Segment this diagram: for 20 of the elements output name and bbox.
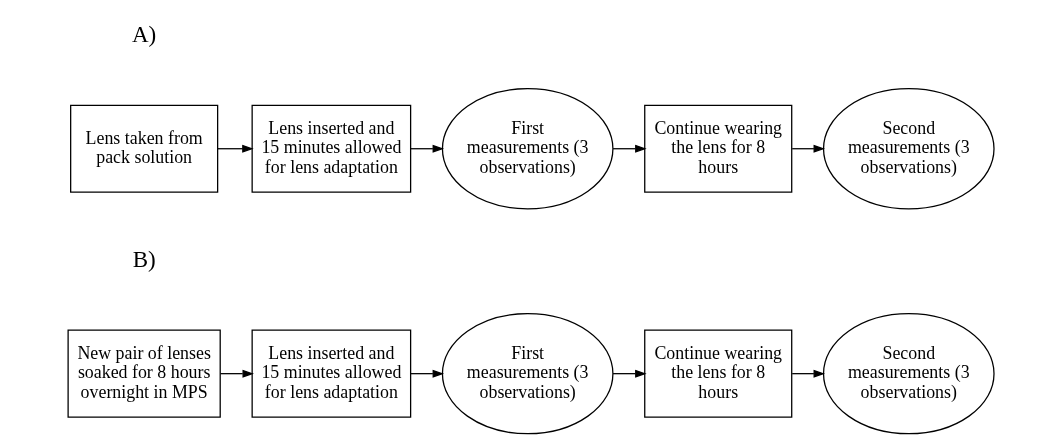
arrow — [410, 144, 445, 153]
node-box: Lens inserted and 15 minutes allowed for lens adaptation — [251, 329, 412, 418]
node-box: Continue wearing the lens for 8 hours — [644, 104, 793, 193]
arrow — [791, 144, 826, 153]
node-ellipse: Second measurements (3 observations) — [822, 312, 995, 435]
label: B) — [132, 246, 156, 272]
node-ellipse: Second measurements (3 observations) — [822, 88, 995, 210]
node-box: New pair of lenses soaked for 8 hours overnight in MPS — [67, 329, 221, 418]
node-box: Lens taken from pack solution — [70, 104, 219, 193]
node-ellipse: First measurements (3 observations) — [441, 88, 614, 210]
node-box: Lens inserted and 15 minutes allowed for lens adaptation — [251, 104, 412, 193]
arrow — [217, 144, 254, 153]
node-box: Continue wearing the lens for 8 hours — [644, 329, 793, 418]
node-ellipse: First measurements (3 observations) — [441, 312, 614, 435]
arrow — [219, 369, 254, 378]
label: A) — [132, 21, 157, 47]
arrow — [612, 144, 647, 153]
arrow — [612, 369, 647, 378]
arrow — [410, 369, 445, 378]
arrow — [791, 369, 826, 378]
